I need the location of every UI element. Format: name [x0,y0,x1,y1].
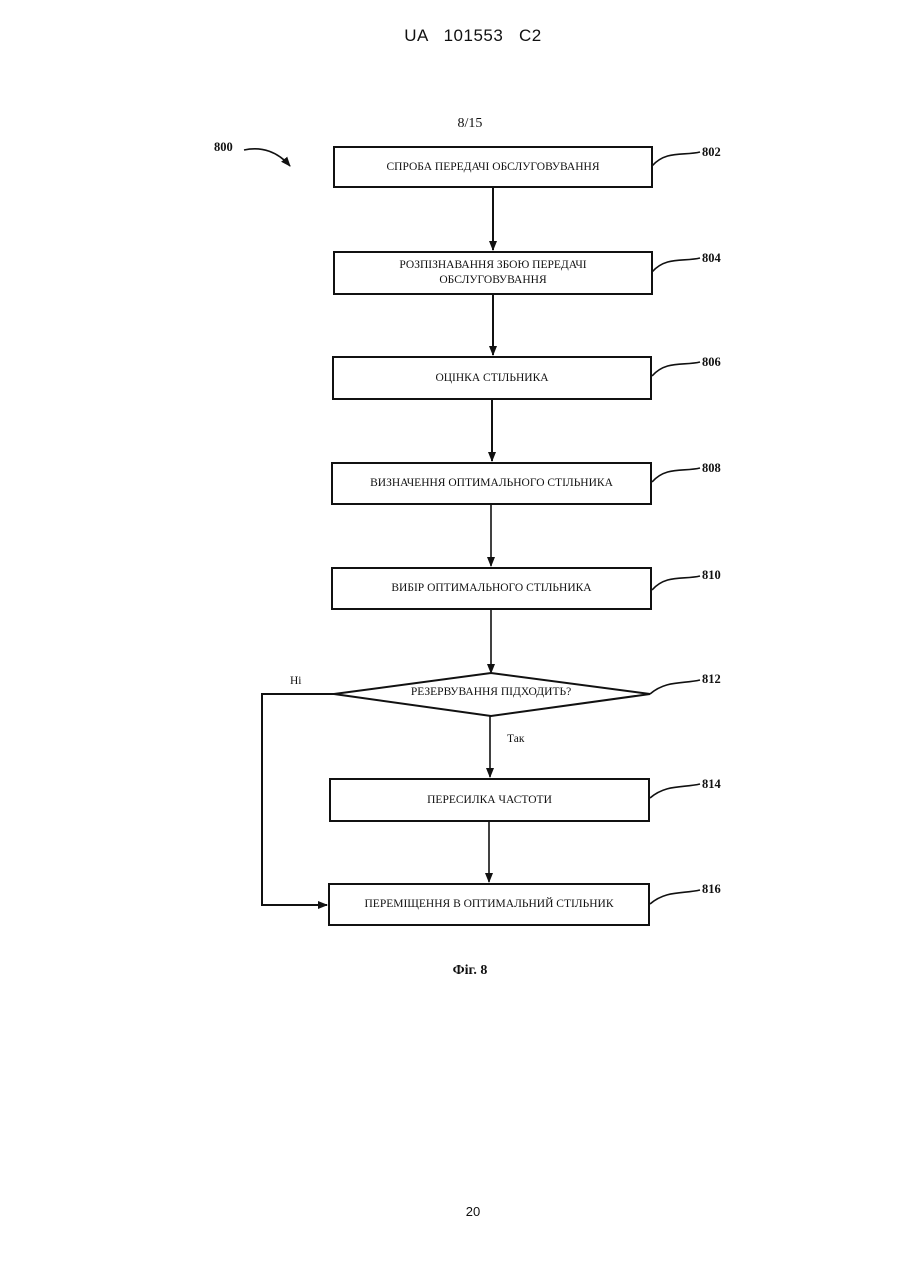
step-box-814: ПЕРЕСИЛКА ЧАСТОТИ [329,778,650,822]
ref-leader-814 [650,784,700,798]
step-text-816: ПЕРЕМІЩЕННЯ В ОПТИМАЛЬНИЙ СТІЛЬНИК [364,897,613,912]
ref-leader-812 [650,680,700,694]
no-branch-path [262,694,334,905]
step-box-816: ПЕРЕМІЩЕННЯ В ОПТИМАЛЬНИЙ СТІЛЬНИК [328,883,650,926]
step-text-802: СПРОБА ПЕРЕДАЧІ ОБСЛУГОВУВАННЯ [386,160,599,175]
step-box-802: СПРОБА ПЕРЕДАЧІ ОБСЛУГОВУВАННЯ [333,146,653,188]
step-box-804: РОЗПІЗНАВАННЯ ЗБОЮ ПЕРЕДАЧІ ОБСЛУГОВУВАН… [333,251,653,295]
step-box-810: ВИБІР ОПТИМАЛЬНОГО СТІЛЬНИКА [331,567,652,610]
step-text-806: ОЦІНКА СТІЛЬНИКА [435,371,548,386]
ref-leader-806 [652,362,700,376]
ref-816: 816 [702,882,721,897]
ref-leader-802 [652,152,700,166]
ref-leader-804 [652,258,700,272]
step-box-808: ВИЗНАЧЕННЯ ОПТИМАЛЬНОГО СТІЛЬНИКА [331,462,652,505]
figure-caption: Фіг. 8 [420,963,520,979]
decision-text-812: РЕЗЕРВУВАННЯ ПІДХОДИТЬ? [371,686,611,698]
step-text-814: ПЕРЕСИЛКА ЧАСТОТИ [427,793,552,808]
figure-ref-label: 800 [214,140,233,155]
page-number: 20 [0,1204,901,1219]
ref-806: 806 [702,355,721,370]
figure-ref-leader [244,149,290,166]
branch-label-yes: Так [507,733,524,745]
ref-808: 808 [702,461,721,476]
ref-804: 804 [702,251,721,266]
ref-812: 812 [702,672,721,687]
step-text-808: ВИЗНАЧЕННЯ ОПТИМАЛЬНОГО СТІЛЬНИКА [370,476,613,491]
step-box-806: ОЦІНКА СТІЛЬНИКА [332,356,652,400]
ref-810: 810 [702,568,721,583]
ref-802: 802 [702,145,721,160]
ref-leader-816 [650,890,700,904]
ref-leader-810 [652,576,700,590]
ref-814: 814 [702,777,721,792]
branch-label-no: Ні [290,675,302,687]
ref-leader-808 [652,468,700,482]
step-text-810: ВИБІР ОПТИМАЛЬНОГО СТІЛЬНИКА [391,581,591,596]
step-text-804: РОЗПІЗНАВАННЯ ЗБОЮ ПЕРЕДАЧІ ОБСЛУГОВУВАН… [383,258,603,288]
